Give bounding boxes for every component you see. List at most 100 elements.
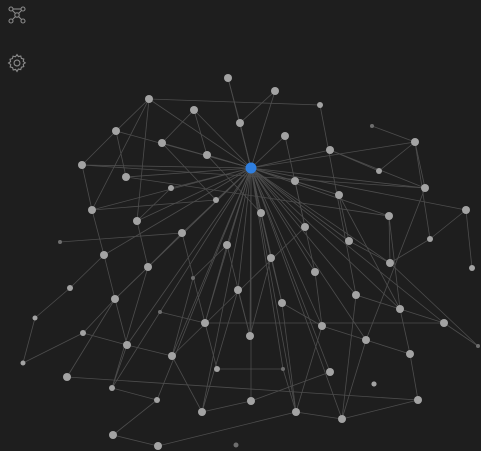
- graph-node[interactable]: [335, 191, 343, 199]
- graph-node[interactable]: [396, 305, 404, 313]
- graph-node[interactable]: [123, 341, 131, 349]
- graph-node[interactable]: [224, 74, 232, 82]
- graph-node[interactable]: [376, 168, 382, 174]
- graph-node[interactable]: [385, 212, 393, 220]
- graph-edge: [126, 167, 252, 346]
- graph-node[interactable]: [58, 240, 62, 244]
- graph-node[interactable]: [362, 336, 370, 344]
- graph-node[interactable]: [78, 161, 86, 169]
- graph-node[interactable]: [291, 177, 299, 185]
- graph-node[interactable]: [233, 442, 239, 448]
- graph-node[interactable]: [112, 127, 120, 135]
- graph-node[interactable]: [168, 185, 174, 191]
- graph-node[interactable]: [111, 295, 119, 303]
- graph-node[interactable]: [122, 173, 130, 181]
- graph-node[interactable]: [178, 229, 186, 237]
- graph-node[interactable]: [109, 431, 117, 439]
- graph-edge: [201, 289, 239, 413]
- graph-node[interactable]: [201, 319, 209, 327]
- graph-node[interactable]: [191, 276, 195, 280]
- graph-node[interactable]: [352, 291, 360, 299]
- graph-edge: [338, 194, 401, 310]
- graph-node[interactable]: [236, 119, 244, 127]
- graph-edge: [465, 209, 473, 269]
- graph-node[interactable]: [386, 259, 394, 267]
- graph-node[interactable]: [281, 132, 289, 140]
- graph-node[interactable]: [246, 332, 254, 340]
- graph-node[interactable]: [427, 236, 433, 242]
- graph-node[interactable]: [311, 268, 319, 276]
- graph-node-active[interactable]: [245, 162, 257, 174]
- graph-edge: [371, 125, 416, 143]
- graph-node[interactable]: [326, 146, 334, 154]
- graph-edge: [22, 332, 84, 364]
- graph-node[interactable]: [318, 322, 326, 330]
- graph-node[interactable]: [234, 286, 242, 294]
- graph-edge: [59, 232, 183, 243]
- graph-edge: [201, 167, 252, 413]
- graph-node[interactable]: [190, 106, 198, 114]
- graph-node[interactable]: [326, 368, 334, 376]
- graph-edge: [443, 322, 479, 347]
- graph-node[interactable]: [154, 397, 160, 403]
- graph-node[interactable]: [338, 415, 346, 423]
- graph-node[interactable]: [462, 206, 470, 214]
- graph-node[interactable]: [158, 310, 162, 314]
- graph-edge: [193, 109, 208, 156]
- graph-node[interactable]: [440, 319, 448, 327]
- graph-node[interactable]: [301, 223, 309, 231]
- graph-node[interactable]: [257, 209, 265, 217]
- graph-node[interactable]: [292, 408, 300, 416]
- graph-node[interactable]: [145, 95, 153, 103]
- graph-node[interactable]: [421, 184, 429, 192]
- graph-node[interactable]: [67, 285, 73, 291]
- graph-edge: [250, 167, 467, 211]
- graph-node[interactable]: [469, 265, 475, 271]
- graph-view-button[interactable]: [4, 2, 30, 28]
- graph-node[interactable]: [278, 299, 286, 307]
- graph-node[interactable]: [411, 138, 419, 146]
- graph-edge: [250, 167, 445, 324]
- graph-edge: [250, 167, 297, 413]
- graph-node[interactable]: [213, 197, 219, 203]
- graph-node[interactable]: [20, 360, 26, 366]
- graph-edge: [294, 180, 340, 196]
- graph-node[interactable]: [198, 408, 206, 416]
- graph-edge: [338, 194, 350, 242]
- graph-node[interactable]: [88, 206, 96, 214]
- graph-edge: [429, 209, 467, 240]
- graph-edge: [136, 98, 150, 222]
- graph-edge: [250, 167, 401, 310]
- graph-node[interactable]: [63, 373, 71, 381]
- graph-edge: [250, 167, 390, 217]
- graph-node[interactable]: [32, 315, 38, 321]
- graph-node[interactable]: [371, 381, 377, 387]
- graph-node[interactable]: [158, 139, 166, 147]
- graph-node[interactable]: [476, 344, 480, 348]
- graph-edge: [136, 167, 252, 222]
- graph-node[interactable]: [100, 251, 108, 259]
- graph-toolbar: [0, 0, 34, 90]
- graph-node[interactable]: [203, 151, 211, 159]
- graph-node[interactable]: [247, 397, 255, 405]
- graph-node[interactable]: [345, 237, 353, 245]
- graph-node[interactable]: [214, 366, 220, 372]
- graph-node[interactable]: [317, 102, 323, 108]
- graph-node[interactable]: [154, 442, 162, 450]
- graph-node[interactable]: [406, 350, 414, 358]
- settings-button[interactable]: [4, 50, 30, 76]
- graph-node[interactable]: [281, 367, 285, 371]
- graph-node[interactable]: [370, 124, 374, 128]
- graph-node[interactable]: [271, 87, 279, 95]
- graph-node[interactable]: [133, 217, 141, 225]
- graph-node[interactable]: [168, 352, 176, 360]
- graph-node[interactable]: [223, 241, 231, 249]
- graph-node[interactable]: [144, 263, 152, 271]
- graph-node[interactable]: [267, 254, 275, 262]
- graph-edge: [250, 371, 331, 402]
- graph-edge: [250, 167, 426, 189]
- graph-node[interactable]: [80, 330, 86, 336]
- graph-node[interactable]: [109, 385, 115, 391]
- graph-node[interactable]: [414, 396, 422, 404]
